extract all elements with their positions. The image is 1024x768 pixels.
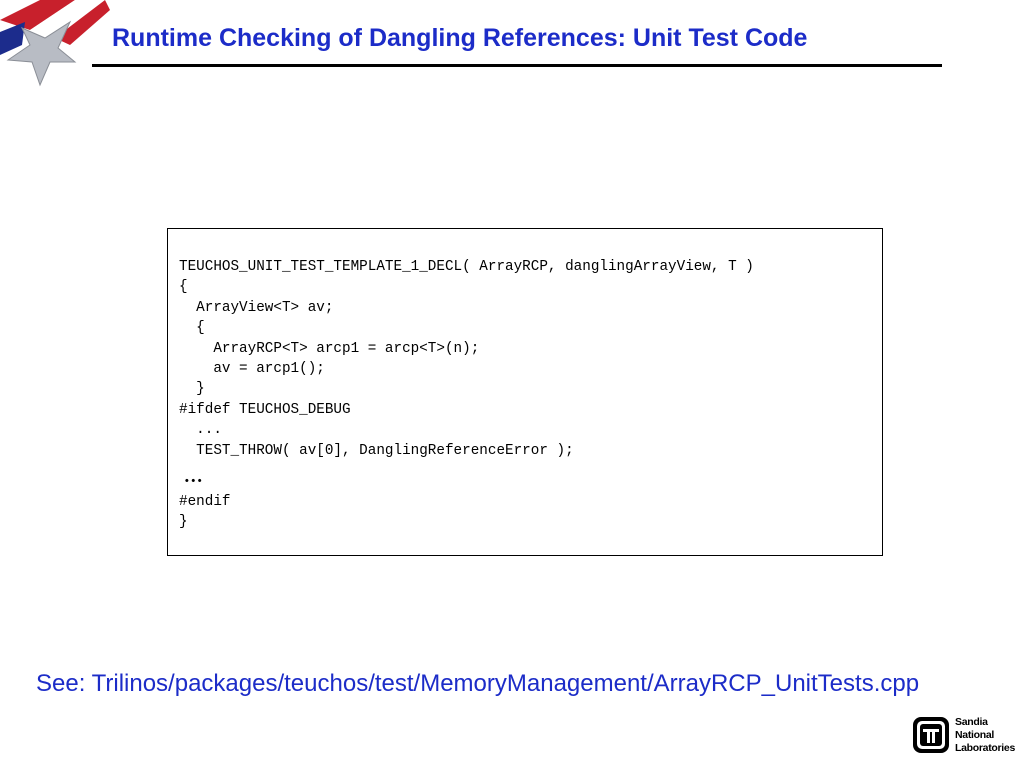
code-box: TEUCHOS_UNIT_TEST_TEMPLATE_1_DECL( Array… <box>167 228 883 556</box>
logo-text-line: National <box>955 729 995 741</box>
code-line: ArrayRCP<T> arcp1 = arcp<T>(n); <box>179 340 480 357</box>
code-line: av = arcp1(); <box>179 360 325 377</box>
code-line: { <box>179 320 205 337</box>
code-line: TEUCHOS_UNIT_TEST_TEMPLATE_1_DECL( Array… <box>179 259 754 275</box>
code-line: TEST_THROW( av[0], DanglingReferenceErro… <box>179 442 574 459</box>
code-line: { <box>179 279 188 296</box>
source-reference: See: Trilinos/packages/teuchos/test/Memo… <box>36 670 920 697</box>
sandia-logo: Sandia National Laboratories <box>912 716 1015 758</box>
sandia-thunderbird-icon <box>913 717 949 753</box>
code-line: ArrayView<T> av; <box>179 299 334 316</box>
code-line: } <box>179 381 205 398</box>
code-line: #ifdef TEUCHOS_DEBUG <box>179 401 351 418</box>
logo-text-line: Laboratories <box>955 742 1015 754</box>
code-line: #endif <box>179 493 231 510</box>
logo-text: Sandia National Laboratories <box>955 716 1015 755</box>
code-line: ... <box>179 422 222 439</box>
slide-title: Runtime Checking of Dangling References:… <box>112 24 808 52</box>
star-flag-icon <box>0 0 110 87</box>
title-divider <box>92 64 942 67</box>
code-block: TEUCHOS_UNIT_TEST_TEMPLATE_1_DECL( Array… <box>179 257 754 533</box>
code-line: } <box>179 514 188 531</box>
logo-text-line: Sandia <box>955 716 988 728</box>
code-line-ellipsis: … <box>179 465 203 487</box>
